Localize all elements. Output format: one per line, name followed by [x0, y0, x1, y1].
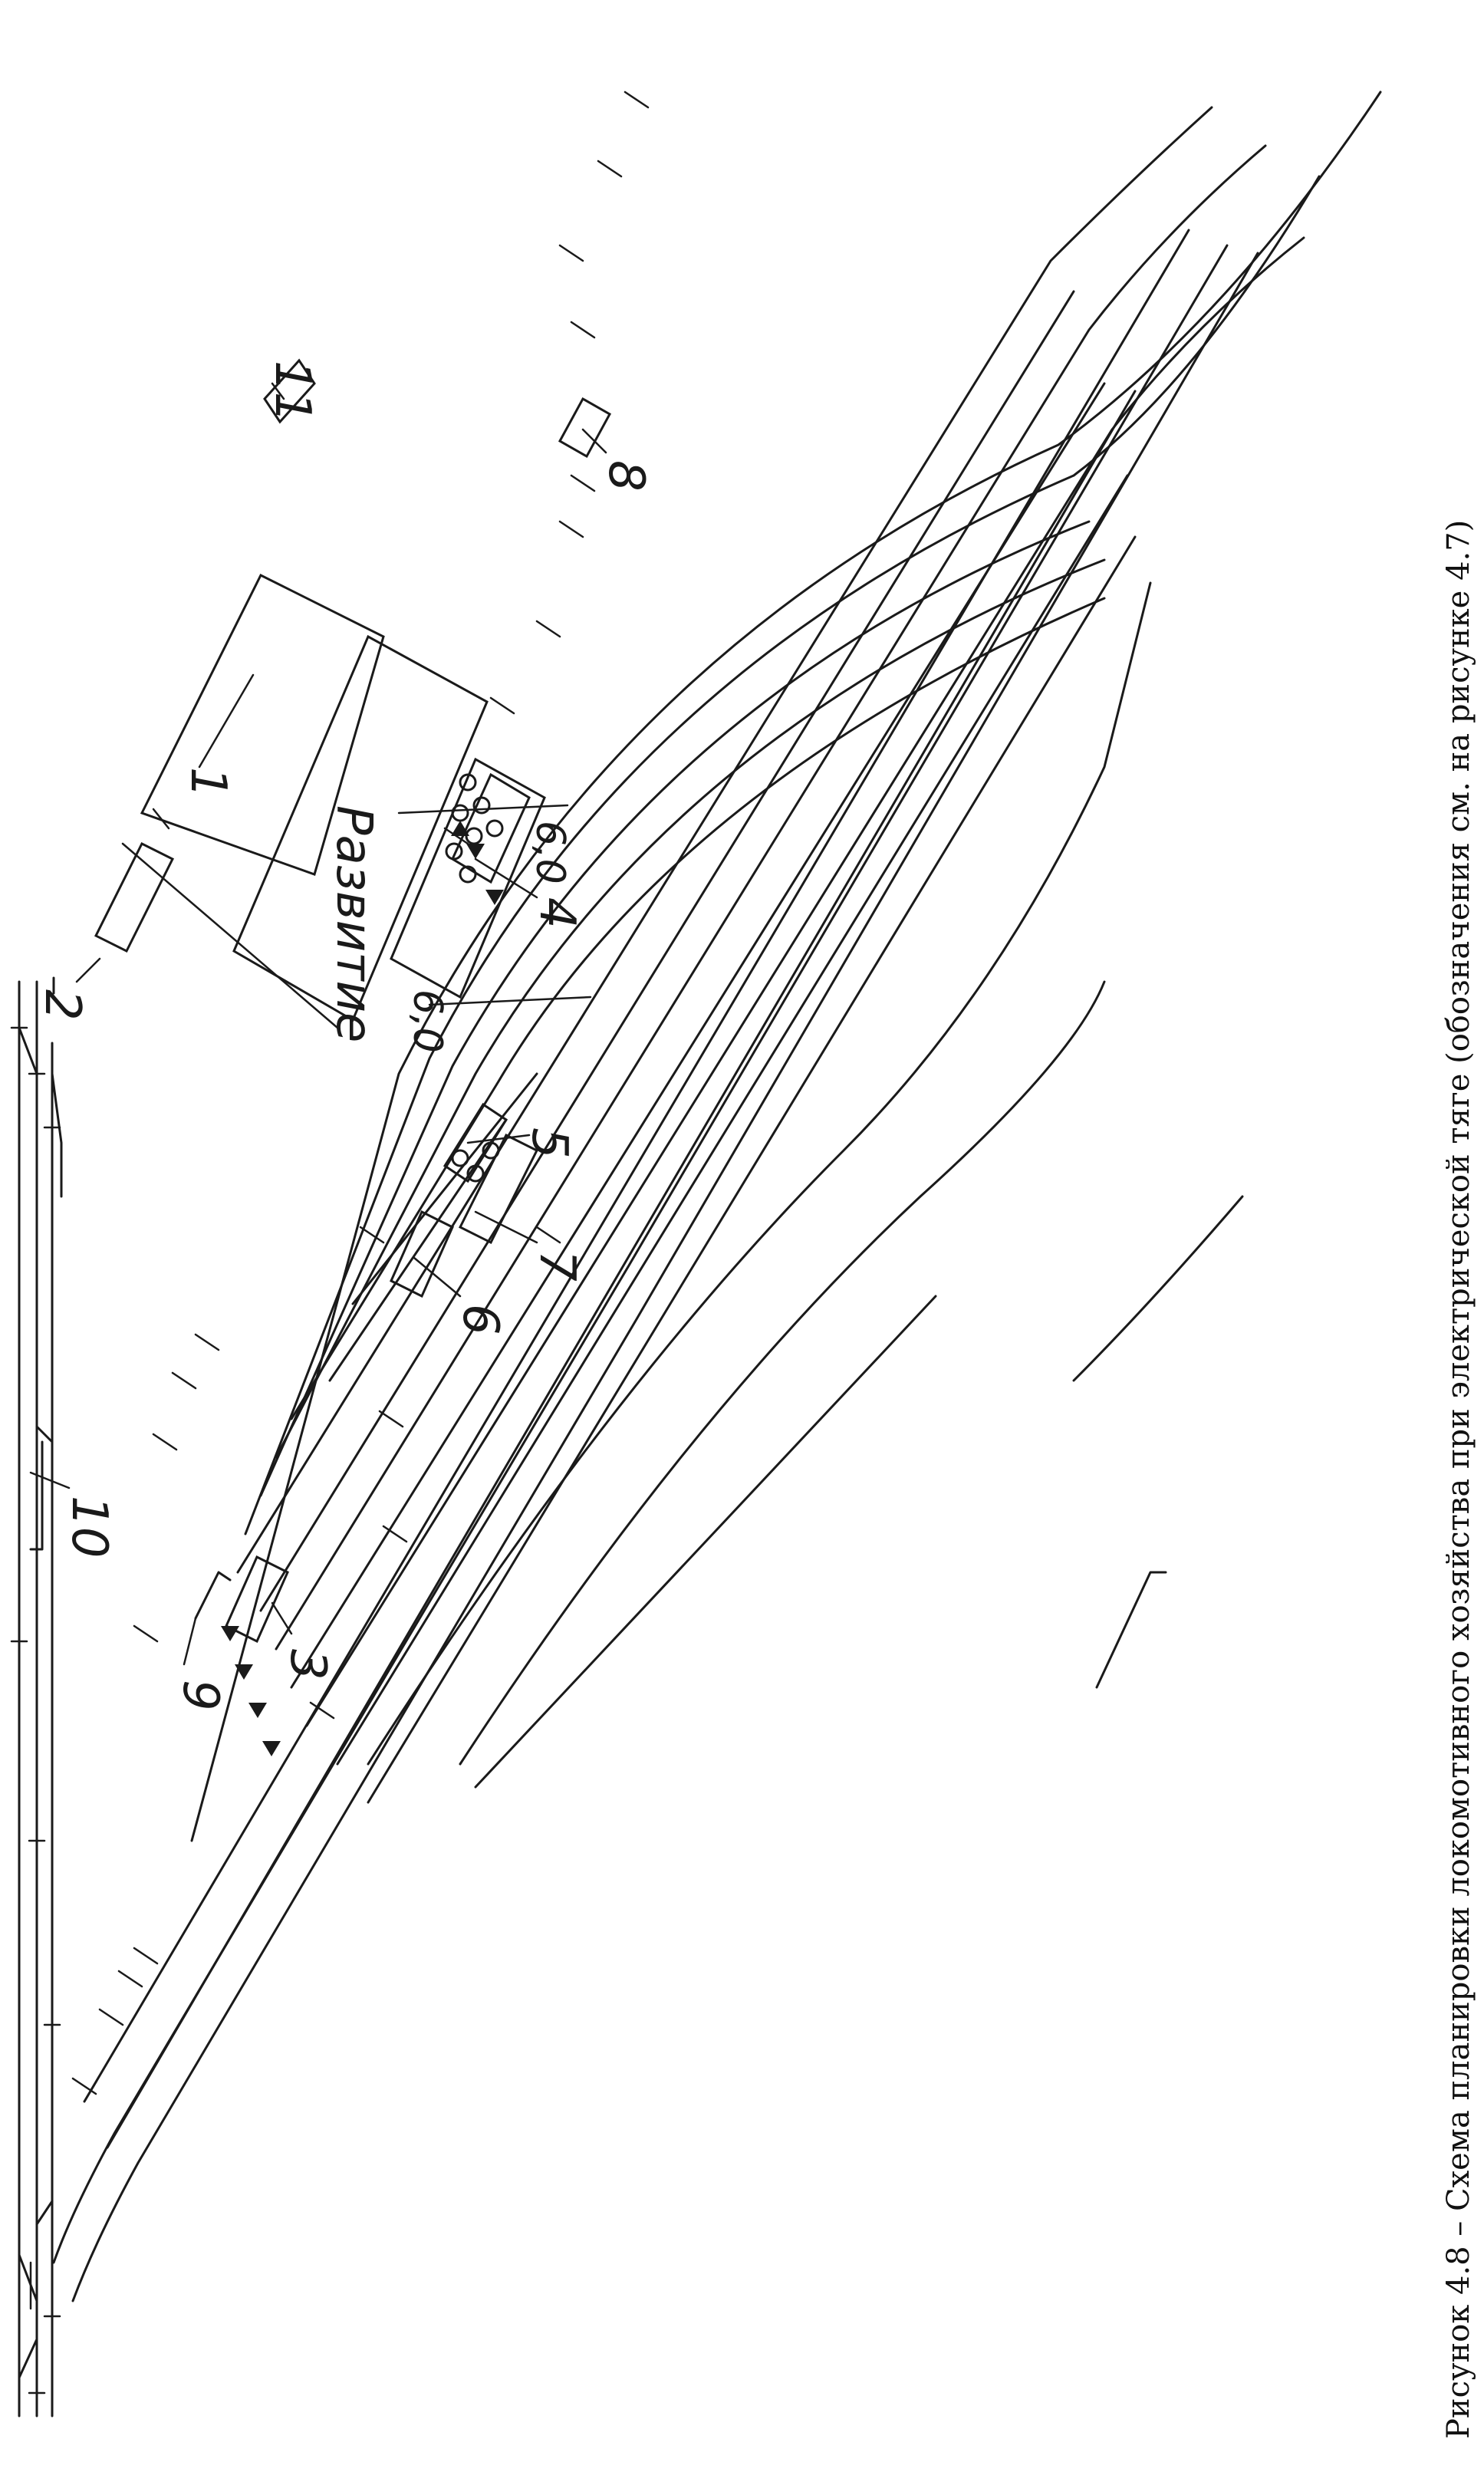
callout-3: 3: [279, 1649, 336, 1680]
dimension-label-lower: 6,0: [404, 989, 450, 1053]
switch-ticks: [71, 91, 650, 2095]
building-4: [390, 757, 546, 999]
callout-11: 11: [264, 360, 321, 423]
callout-5: 5: [521, 1127, 577, 1159]
main-line-tracks: [10, 976, 63, 2418]
dimension-label-upper: 6,0: [527, 821, 573, 884]
callout-7: 7: [528, 1250, 585, 1282]
building-4b: [451, 772, 531, 884]
building-8: [558, 397, 612, 459]
callout-6: 6: [452, 1304, 508, 1335]
callout-8: 8: [597, 460, 654, 492]
figure-caption: Рисунок 4.8 – Схема планировки локомотив…: [1441, 520, 1476, 2439]
building-3: [225, 1555, 289, 1644]
development-label: Развитие: [325, 805, 382, 1042]
callout-2: 2: [34, 989, 90, 1021]
building-2: [94, 841, 175, 953]
tanks: [445, 773, 504, 1183]
callout-4: 4: [528, 897, 585, 929]
direction-arrows: [221, 821, 504, 1756]
callout-9: 9: [172, 1680, 229, 1711]
callouts: 1 2 3 4 5 6 7 8 9 10 11 Развитие 6,0 6,0: [34, 360, 654, 1711]
dimension-lines: [397, 804, 592, 1006]
building-1b: [232, 634, 489, 1022]
building-7: [458, 1133, 539, 1245]
building-5: [443, 1102, 508, 1183]
building-11: [263, 358, 316, 424]
callout-1: 1: [179, 767, 236, 798]
building-1: [140, 573, 385, 876]
callout-10: 10: [61, 1496, 117, 1558]
callout-leaders: [29, 382, 607, 1666]
building-6: [390, 1210, 454, 1298]
buildings: [94, 358, 612, 1644]
depot-tracks: [52, 91, 1382, 2302]
